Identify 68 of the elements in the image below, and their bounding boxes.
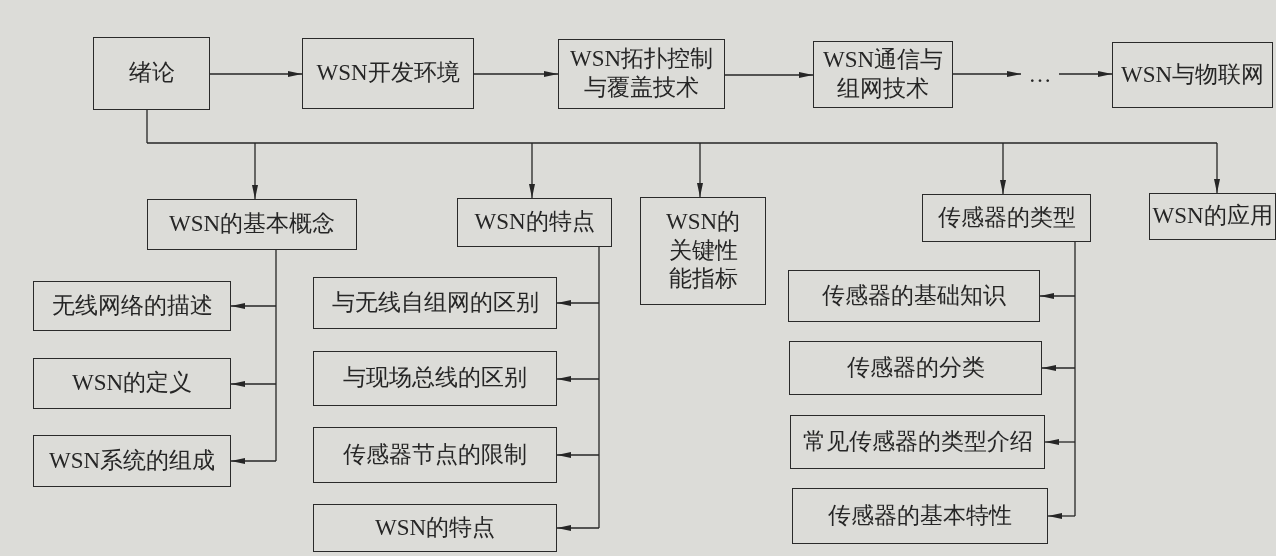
arrow: [556, 376, 600, 382]
arrow: [252, 142, 258, 200]
topic-box: [313, 504, 557, 552]
arrow: [556, 452, 600, 458]
connector-line: [146, 109, 1218, 144]
topic-box: [788, 270, 1040, 322]
topic-label: WSN的定义: [71, 369, 193, 398]
topic-label: 无线网络的描述: [51, 291, 213, 320]
arrow: [556, 300, 600, 306]
topic-box: [33, 435, 231, 487]
arrow: [1058, 71, 1113, 77]
topic-label: 与现场总线的区别: [343, 364, 527, 393]
arrow: [724, 72, 814, 78]
topic-box: [93, 37, 210, 110]
topic-box: [1149, 193, 1276, 240]
arrow: [1000, 142, 1006, 195]
topic-box: [1112, 42, 1273, 108]
connector-line: [598, 246, 600, 529]
topic-box: [147, 199, 357, 250]
arrow: [473, 71, 559, 77]
topic-box: [789, 341, 1042, 395]
topic-label: WSN拓扑控制与覆盖技术: [568, 45, 715, 102]
topic-label: 传感器的基本特性: [828, 501, 1012, 530]
topic-label: 传感器的分类: [846, 353, 985, 382]
topic-box: [922, 194, 1091, 242]
topic-label: WSN的关键性能指标: [664, 207, 742, 294]
arrow: [1047, 513, 1076, 519]
arrow: [1041, 365, 1076, 371]
topic-label: 常见传感器的类型介绍: [802, 427, 1033, 456]
topic-box: [313, 427, 557, 483]
ellipsis-text: …: [1021, 58, 1059, 90]
topic-label: WSN的基本概念: [168, 210, 336, 239]
arrow: [1214, 142, 1220, 194]
topic-label: 绪论: [128, 59, 175, 88]
topic-box: [313, 277, 557, 329]
arrow: [230, 381, 277, 387]
arrow: [1044, 439, 1076, 445]
topic-box: [302, 38, 474, 109]
topic-label: WSN与物联网: [1120, 60, 1265, 89]
topic-label: WSN的特点: [474, 208, 595, 237]
arrow: [230, 303, 277, 309]
arrow: [952, 71, 1022, 77]
topic-box: [313, 351, 557, 406]
connector-line: [275, 249, 277, 462]
topic-box: [792, 488, 1048, 544]
connector-line: [1074, 241, 1076, 517]
topic-label: WSN开发环境: [316, 59, 460, 88]
arrow: [1039, 293, 1076, 299]
topic-box: [558, 39, 725, 109]
topic-box: [813, 41, 953, 108]
arrow: [556, 525, 600, 531]
topic-box: [640, 197, 766, 305]
topic-label: 传感器节点的限制: [343, 440, 527, 469]
topic-box: [457, 198, 612, 247]
arrow: [230, 458, 277, 464]
topic-label: WSN通信与组网技术: [821, 45, 945, 103]
topic-label: 传感器的基础知识: [822, 281, 1006, 310]
arrow: [529, 142, 535, 199]
topic-label: WSN系统的组成: [48, 446, 216, 475]
topic-box: [790, 415, 1045, 469]
topic-label: 与无线自组网的区别: [331, 288, 539, 317]
arrow: [209, 71, 303, 77]
topic-label: 传感器的类型: [937, 203, 1076, 232]
topic-box: [33, 281, 231, 331]
topic-box: [33, 358, 231, 409]
topic-label: WSN的特点: [374, 513, 496, 542]
topic-label: WSN的应用: [1152, 202, 1273, 231]
arrow: [697, 142, 703, 198]
